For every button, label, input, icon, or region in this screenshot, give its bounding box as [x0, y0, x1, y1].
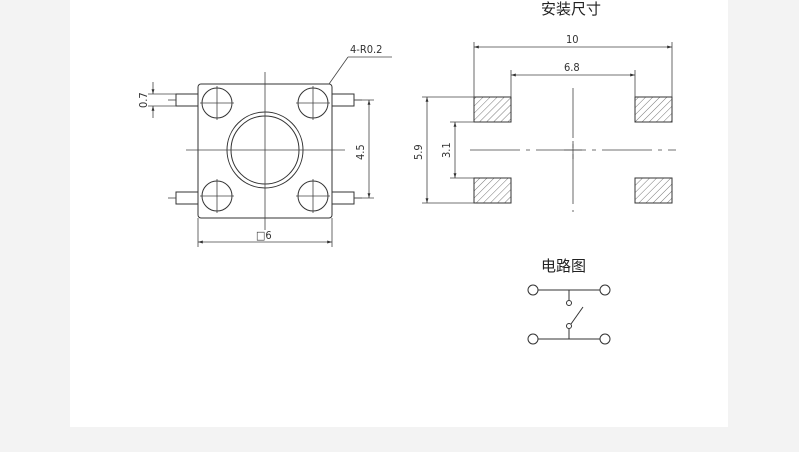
terminal-3: [527, 333, 539, 345]
terminal-1: [527, 284, 539, 296]
inner-width-label: 6.8: [564, 61, 580, 74]
outer-width-label: 10: [566, 33, 579, 46]
terminal-2: [599, 284, 611, 296]
pad-top-left: [473, 96, 512, 123]
drawing-sheet: [70, 0, 728, 427]
pad-top-right: [634, 96, 673, 123]
corner-posts: [200, 86, 330, 213]
mount-title: 安装尺寸: [541, 0, 601, 18]
pad-bottom-left: [473, 177, 512, 204]
switch-top-view: 4-R0.2 0.7 4.5 □6: [137, 43, 392, 247]
circuit-title: 电路图: [541, 257, 586, 275]
inner-height-label: 3.1: [440, 142, 453, 158]
pad-bottom-right: [634, 177, 673, 204]
terminal-4: [599, 333, 611, 345]
radius-leader: [328, 56, 349, 85]
pin-width-label: 0.7: [137, 92, 150, 108]
radius-label: 4-R0.2: [350, 43, 382, 56]
mounting-footprint: 10 6.8 5.9 3.1: [412, 33, 676, 212]
pin-pitch-label: 4.5: [354, 144, 367, 160]
switch-contact: [570, 306, 584, 325]
outer-height-label: 5.9: [412, 144, 425, 160]
body-size-label: □6: [256, 229, 272, 242]
circuit-diagram: [527, 284, 611, 345]
